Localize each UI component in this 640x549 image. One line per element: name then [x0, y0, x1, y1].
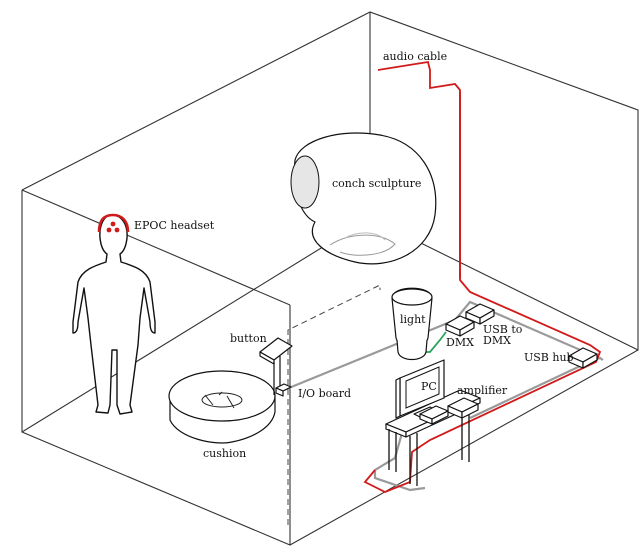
label-usb-to: USB to	[483, 323, 523, 336]
usb-hub-box	[568, 347, 598, 369]
usb-dmx-box-right	[465, 303, 495, 325]
usb-dmx-box-left	[445, 315, 475, 337]
red-audio-cable	[363, 60, 602, 493]
button-stand	[259, 337, 293, 397]
label-light: light	[400, 313, 426, 326]
label-audio-cable: audio cable	[383, 50, 447, 63]
label-pc: PC	[421, 380, 437, 393]
conch-sculpture	[290, 132, 437, 265]
label-epoc-headset: EPOC headset	[134, 219, 215, 232]
amplifier-box	[447, 397, 479, 419]
label-dmx: DMX	[446, 336, 474, 349]
label-usb-dmx: DMX	[483, 334, 511, 347]
stage-light	[391, 287, 433, 361]
label-usb-hub: USB hub	[524, 351, 574, 364]
dashed-partition	[287, 284, 381, 525]
label-cushion: cushion	[203, 447, 246, 460]
cushion	[168, 370, 276, 444]
human-figure	[72, 213, 156, 415]
label-button: button	[230, 332, 267, 345]
label-amplifier: amplifier	[457, 384, 508, 397]
label-conch-sculpture: conch sculpture	[332, 177, 421, 190]
pc-box	[419, 405, 449, 425]
label-io-board: I/O board	[298, 387, 351, 400]
